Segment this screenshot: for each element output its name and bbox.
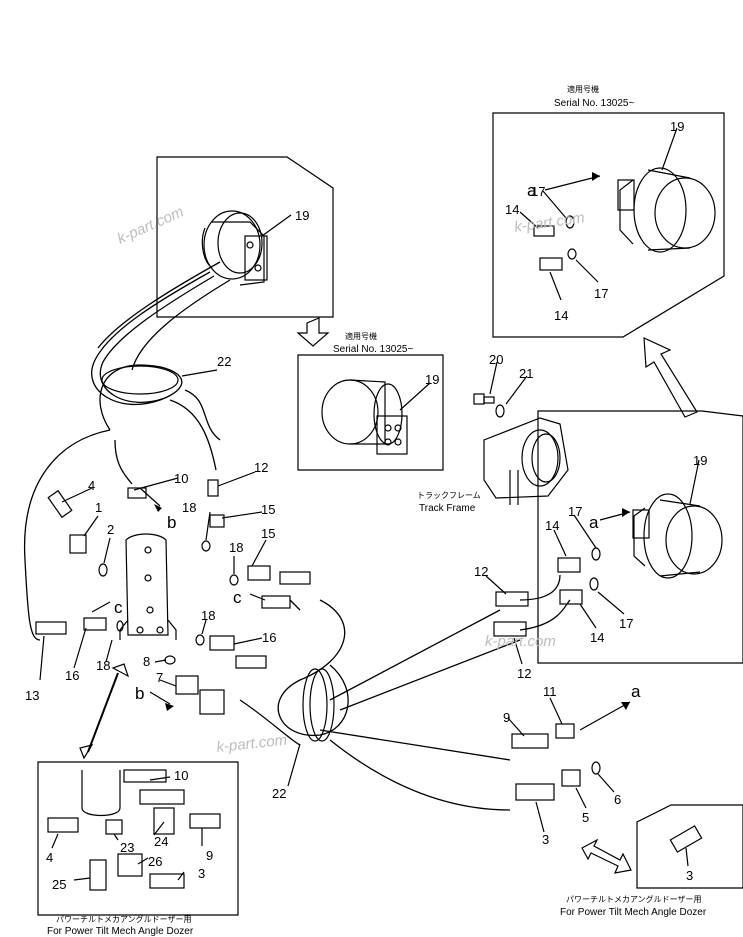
watermark-1: k-part.com — [115, 203, 187, 247]
part-label-3-tilt-right: 3 — [686, 868, 693, 883]
part-label-2: 2 — [107, 522, 114, 537]
serial-top: Serial No. 13025~ — [554, 98, 634, 109]
part-label-12-right-upper: 12 — [474, 564, 488, 579]
part-label-17-top-upper: 17 — [531, 184, 545, 199]
washer-21 — [495, 404, 505, 418]
fittings — [35, 215, 703, 853]
part-label-9-tilt-left: 9 — [206, 848, 213, 863]
ref-a-right: a — [589, 513, 599, 532]
serial-top-jp: 適用号機 — [567, 84, 599, 94]
travel-motor-upper — [201, 210, 268, 286]
panel-serial-top — [492, 112, 725, 338]
part-label-18-c: 18 — [201, 608, 215, 623]
travel-motor-mid — [321, 379, 408, 455]
arrow-to-top-panel — [643, 337, 698, 418]
part-label-9: 9 — [503, 710, 510, 725]
panel-upper-motor — [156, 156, 334, 318]
part-label-8: 8 — [143, 654, 150, 669]
flow-arrows — [91, 172, 631, 731]
arrow-to-mid-panel — [296, 317, 330, 347]
part-label-22-lower: 22 — [272, 786, 286, 801]
serial-mid: Serial No. 13025~ — [333, 344, 413, 355]
tilt-right-label: For Power Tilt Mech Angle Dozer — [560, 907, 707, 918]
part-label-18-d: 18 — [96, 658, 110, 673]
double-arrow-right — [581, 838, 632, 874]
hose-bundle — [23, 261, 571, 811]
part-label-20: 20 — [489, 352, 503, 367]
track-frame-label: Track Frame — [419, 503, 476, 514]
part-label-18-b: 18 — [229, 540, 243, 555]
part-label-19-right: 19 — [693, 453, 707, 468]
part-label-23: 23 — [120, 840, 134, 855]
part-label-21: 21 — [519, 366, 533, 381]
part-label-15-lower: 15 — [261, 526, 275, 541]
leader-lines — [39, 127, 700, 881]
part-label-14-right-upper: 14 — [545, 518, 559, 533]
part-label-14-top-lower: 14 — [554, 308, 568, 323]
tilt-left-jp: パワーチルトメカアングルドーザー用 — [56, 914, 192, 924]
part-label-19-upper: 19 — [295, 208, 309, 223]
part-label-14-top-upper: 14 — [505, 202, 519, 217]
travel-motor-right — [632, 493, 723, 579]
part-label-12-right-lower: 12 — [517, 666, 531, 681]
part-label-10: 10 — [174, 471, 188, 486]
part-label-17-right-upper: 17 — [568, 504, 582, 519]
part-label-10-tilt-left: 10 — [174, 768, 188, 783]
ref-c-left: c — [114, 598, 123, 617]
part-label-14-right-lower: 14 — [590, 630, 604, 645]
watermark-4: k-part.com — [485, 633, 556, 650]
part-label-4: 4 — [88, 478, 95, 493]
tilt-right-jp: パワーチルトメカアングルドーザー用 — [566, 894, 702, 904]
part-label-24: 24 — [154, 834, 168, 849]
ref-b-lower: b — [135, 684, 144, 703]
part-label-26: 26 — [148, 854, 162, 869]
tilt-left-parts — [47, 769, 221, 891]
part-label-3-tilt-left: 3 — [198, 866, 205, 881]
ref-a-top: a — [527, 181, 537, 200]
part-label-3: 3 — [542, 832, 549, 847]
part-label-17-top-lower: 17 — [594, 286, 608, 301]
part-label-17-right-lower: 17 — [619, 616, 633, 631]
part-label-1: 1 — [95, 500, 102, 515]
part-label-12-center: 12 — [254, 460, 268, 475]
bolt-20 — [473, 393, 495, 405]
part-label-13: 13 — [25, 688, 39, 703]
panel-tilt-left — [37, 761, 239, 916]
watermark-3: k-part.com — [216, 732, 288, 756]
part-label-19-mid: 19 — [425, 372, 439, 387]
ref-a-bottom: a — [631, 682, 641, 701]
part-label-6: 6 — [614, 792, 621, 807]
part-label-7: 7 — [156, 670, 163, 685]
part-label-19-top: 19 — [670, 119, 684, 134]
part-label-16-left: 16 — [65, 668, 79, 683]
part-label-4-tilt-left: 4 — [46, 850, 53, 865]
watermark-2: k-part.com — [513, 209, 586, 236]
swivel-joint — [119, 533, 177, 640]
double-arrow-left — [79, 663, 130, 760]
panel-serial-mid — [297, 354, 444, 471]
tilt-left-label: For Power Tilt Mech Angle Dozer — [47, 926, 194, 937]
part-label-11: 11 — [543, 684, 557, 699]
ref-b-upper: b — [167, 513, 176, 532]
part-label-5: 5 — [582, 810, 589, 825]
serial-mid-jp: 適用号機 — [345, 331, 377, 341]
track-frame — [483, 417, 569, 505]
panel-right-motor — [537, 410, 743, 664]
part-label-25: 25 — [52, 877, 66, 892]
part-label-16-right: 16 — [262, 630, 276, 645]
track-frame-jp: トラックフレーム — [417, 491, 481, 500]
part-label-15-upper: 15 — [261, 502, 275, 517]
ref-c-right: c — [233, 588, 242, 607]
part-label-18-a: 18 — [182, 500, 196, 515]
panel-tilt-right — [636, 804, 743, 889]
part-label-22-upper: 22 — [217, 354, 231, 369]
travel-motor-top — [617, 167, 716, 253]
